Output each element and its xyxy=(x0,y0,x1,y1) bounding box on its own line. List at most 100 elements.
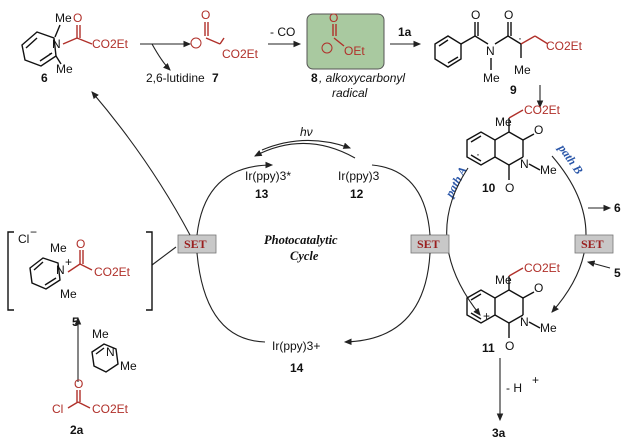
n-atom: N xyxy=(106,345,115,359)
o-atom: O xyxy=(505,339,514,353)
cl-label: Cl xyxy=(52,402,63,416)
lutidine-label: 2,6-lutidine xyxy=(146,71,205,85)
label-11: 11 xyxy=(482,341,495,355)
n-atom: N xyxy=(56,263,65,277)
co2et-label: CO2Et xyxy=(94,265,131,279)
path-b-label: path B xyxy=(555,141,586,177)
lutidine-reagent: N Me Me xyxy=(91,327,137,373)
co2et-label: CO2Et xyxy=(92,402,129,416)
arrow-5-to-set xyxy=(151,246,177,266)
svg-text:+: + xyxy=(483,309,490,323)
o-atom: O xyxy=(534,281,543,295)
radical-dot: · xyxy=(518,31,522,45)
minus-co-label: - CO xyxy=(270,25,295,39)
cycle-title: Photocatalytic xyxy=(264,233,338,247)
o-atom: O xyxy=(201,8,210,22)
cycle-arc-top-right xyxy=(371,164,431,236)
label-9: 9 xyxy=(510,83,517,97)
arrow-to-6 xyxy=(91,91,191,236)
radical-highlight-box xyxy=(306,13,385,70)
me-label: Me xyxy=(495,273,512,287)
path-a-label: path A xyxy=(442,164,470,200)
ir-ground-label: Ir(ppy)3 xyxy=(338,169,380,183)
arrow-consume-5 xyxy=(586,260,611,269)
me-label: Me xyxy=(92,327,109,341)
svg-text:−: − xyxy=(30,225,37,239)
me-label: Me xyxy=(50,241,67,255)
oet-label: OEt xyxy=(344,44,365,58)
set-box-middle: SET xyxy=(410,234,450,254)
label-5-right: 5 xyxy=(614,266,621,280)
label-7: 7 xyxy=(212,71,219,85)
me-label: Me xyxy=(540,163,557,177)
compound-5: Cl − N + Me Me O CO2Et 5 xyxy=(7,225,153,329)
svg-text:SET: SET xyxy=(581,237,604,251)
co2et-label: CO2Et xyxy=(524,261,561,275)
n-atom: N xyxy=(520,157,529,171)
cycle-arc-bottom-left xyxy=(196,252,266,343)
hv-label: hν xyxy=(300,125,313,139)
label-14: 14 xyxy=(290,361,304,375)
compound-6: N Me Me O CO2Et · 6 xyxy=(21,11,129,85)
radical-orbital-icon xyxy=(190,37,202,49)
o-atom: O xyxy=(73,11,82,25)
reagent-1a: 1a xyxy=(398,25,412,39)
radical-orbital-icon xyxy=(321,42,333,54)
me-label: Me xyxy=(540,321,557,335)
label-10: 10 xyxy=(482,181,496,195)
o-atom: O xyxy=(534,123,543,137)
o-atom: O xyxy=(504,8,513,22)
label-12: 12 xyxy=(350,187,364,201)
svg-text:SET: SET xyxy=(417,237,440,251)
o-atom: O xyxy=(74,377,83,391)
me-label: Me xyxy=(120,359,137,373)
compound-9: O N Me O · Me CO2Et 9 xyxy=(434,8,583,97)
c8-description-line2: radical xyxy=(332,86,368,100)
cycle-subtitle: Cycle xyxy=(290,249,319,263)
co2et-label: CO2Et xyxy=(524,103,561,117)
co2et-label: CO2Et xyxy=(222,47,259,61)
path-b-arrow xyxy=(551,155,587,313)
radical-dot: · xyxy=(476,147,480,161)
o-atom: O xyxy=(76,237,85,251)
c8-description: , alkoxycarbonyl xyxy=(319,71,405,85)
label-6-right: 6 xyxy=(614,201,621,215)
set-box-right: SET xyxy=(574,234,614,254)
label-6: 6 xyxy=(41,71,48,85)
o-atom: O xyxy=(471,8,480,22)
me-label: Me xyxy=(495,115,512,129)
arrow-lutidine-release xyxy=(151,43,171,71)
svg-text:+: + xyxy=(532,373,539,387)
n-atom: N xyxy=(486,44,495,58)
o-atom: O xyxy=(329,11,338,25)
me-label: Me xyxy=(60,287,77,301)
label-8: 8 xyxy=(311,71,318,85)
cycle-arc-bottom-right xyxy=(343,252,431,346)
cl-label: Cl xyxy=(18,232,29,246)
o-atom: O xyxy=(505,181,514,195)
compound-11: + Me CO2Et O N Me O 11 xyxy=(466,261,561,355)
label-13: 13 xyxy=(255,187,269,201)
co2et-label: CO2Et xyxy=(92,37,129,51)
n-atom: N xyxy=(520,315,529,329)
minus-h-label: - H xyxy=(506,381,522,395)
decay-arrow xyxy=(261,139,352,151)
svg-text:+: + xyxy=(65,255,72,269)
n-atom: N xyxy=(52,37,61,51)
compound-2a: Cl O CO2Et 2a xyxy=(52,377,129,437)
radical-dot: · xyxy=(48,46,52,60)
compound-7: O CO2Et 7 xyxy=(190,8,259,85)
excitation-arrow xyxy=(254,142,356,159)
me-label: Me xyxy=(483,71,500,85)
compound-8: O OEt 8 , alkoxycarbonyl radical xyxy=(306,11,405,100)
label-2a: 2a xyxy=(70,423,84,437)
set-box-left: SET xyxy=(177,234,217,254)
me-label: Me xyxy=(56,62,73,76)
ir-oxidized-label: Ir(ppy)3+ xyxy=(272,339,320,353)
me-label: Me xyxy=(514,63,531,77)
me-label: Me xyxy=(55,11,72,25)
co2et-label: CO2Et xyxy=(546,39,583,53)
label-3a: 3a xyxy=(492,426,506,440)
compound-10: · Me CO2Et O N Me O 10 xyxy=(466,103,561,195)
